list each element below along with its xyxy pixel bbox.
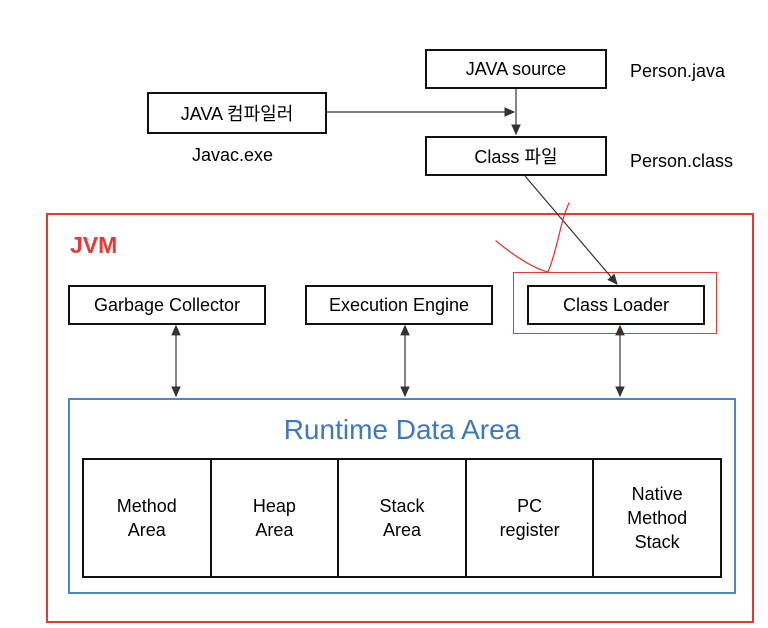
heap-area-cell: Heap Area <box>212 460 340 576</box>
java-source-box: JAVA source <box>425 49 607 89</box>
class-loader-highlight <box>513 272 717 334</box>
class-file-box: Class 파일 <box>425 136 607 176</box>
java-source-label: JAVA source <box>465 58 567 79</box>
class-loader-label: Class Loader <box>562 294 670 315</box>
runtime-data-area-container <box>68 398 736 594</box>
method-area-cell: Method Area <box>84 460 212 576</box>
java-compiler-box: JAVA 컴파일러 <box>147 92 327 134</box>
execution-engine-box: Execution Engine <box>305 285 493 325</box>
garbage-collector-label: Garbage Collector <box>93 294 241 315</box>
execution-engine-label: Execution Engine <box>328 294 470 315</box>
class-file-label: Class 파일 <box>474 147 558 167</box>
class-loader-box: Class Loader <box>527 285 705 325</box>
javac-exe-label: Javac.exe <box>192 145 274 165</box>
handwritten-check-mark <box>495 202 570 273</box>
java-compiler-label: JAVA 컴파일러 <box>180 104 294 124</box>
jvm-container <box>46 213 754 623</box>
person-class-label: Person.class <box>630 151 734 171</box>
garbage-collector-box: Garbage Collector <box>68 285 266 325</box>
jvm-title: JVM <box>70 232 118 258</box>
runtime-data-area-title: Runtime Data Area <box>283 414 521 445</box>
native-method-stack-cell: Native Method Stack <box>627 484 688 552</box>
person-java-label: Person.java <box>630 61 726 81</box>
arrow-class-to-loader <box>524 175 618 285</box>
pc-register-cell: PC register <box>467 460 595 576</box>
stack-area-cell: Stack Area <box>339 460 467 576</box>
runtime-data-area-cells: Method Area Heap Area Stack Area PC regi… <box>82 458 722 578</box>
